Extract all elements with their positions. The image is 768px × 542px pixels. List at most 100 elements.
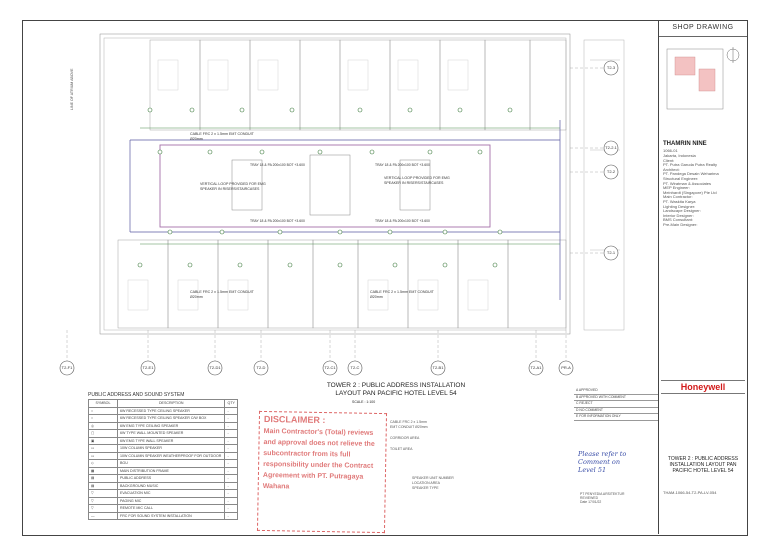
legend-qty: - xyxy=(224,406,238,415)
legend-row: ▤BACKGROUND MUSIC- xyxy=(88,481,238,490)
disclaimer-stamp: DISCLAIMER : Main Contractor's (Total) r… xyxy=(256,410,388,534)
legend-qty: - xyxy=(224,504,238,513)
legend-row: ▦MAIN DISTRIBUTION FRAME- xyxy=(88,466,238,475)
hand-line: Please refer to xyxy=(578,450,627,458)
title-line-2: LAYOUT PAN PACIFIC HOTEL LEVEL 54 xyxy=(335,390,457,397)
stamp-line: REVIEWED xyxy=(580,496,599,501)
legend-row: ▽REMOTE MIC CALL- xyxy=(88,504,238,513)
tb-line: MEP Engineer: xyxy=(663,186,690,191)
legend-desc: 6W EMG TYPE CEILING SPEAKER xyxy=(116,421,226,430)
legend-qty: - xyxy=(224,474,238,483)
vertical-loop-note: VERTICAL LOOP PROVIDED FOR EMG SPEAKER I… xyxy=(384,176,450,185)
drawing-title-tb: TOWER 2 : PUBLIC ADDRESS INSTALLATION LA… xyxy=(667,456,739,474)
legend-symbol: ▦ xyxy=(88,466,118,475)
legend-title: PUBLIC ADDRESS AND SOUND SYSTEM xyxy=(88,392,185,398)
project-location: Jakarta, Indonesia xyxy=(663,154,696,158)
vertical-loop-note: VERTICAL LOOP PROVIDED FOR EMG SPEAKER I… xyxy=(200,182,266,191)
tb-line: Structural Engineer: xyxy=(663,176,699,181)
legend-qty: - xyxy=(224,481,238,490)
note-line: CORRIDOR AREA xyxy=(390,436,420,440)
legend-symbol: ○ xyxy=(88,414,118,423)
grid-label: T2-E1 xyxy=(142,365,154,370)
title-line-1: TOWER 2 : PUBLIC ADDRESS INSTALLATION xyxy=(326,382,466,389)
legend-symbol: ▽ xyxy=(88,489,118,498)
note-line: LOCATION AREA xyxy=(412,481,440,485)
cable-note: CABLE FRC 2 x 1.5mm EMT CONDUIT Ø20mm xyxy=(190,290,254,299)
handwritten-comment: Please refer to Comment on Level 51 xyxy=(578,450,638,474)
disclaimer-body: Main Contractor's (Total) reviews and ap… xyxy=(262,427,375,491)
revision-row: C REJECT xyxy=(574,401,658,408)
cable-note: CABLE FRC 2 x 1.5mm EMT CONDUIT Ø20mm xyxy=(190,132,254,141)
hand-line: Comment on xyxy=(578,458,621,466)
lower-rooms xyxy=(117,239,567,329)
core-outline xyxy=(159,144,491,228)
legend-desc: 6W RECESSED TYPE CEILING SPEAKER xyxy=(116,406,226,415)
legend-symbol: ▣ xyxy=(88,436,118,445)
grid-label: T2-A1 xyxy=(530,365,542,370)
legend-symbol: ▤ xyxy=(88,474,118,483)
project-name: THAMRIN NINE xyxy=(663,141,707,147)
shop-drawing-header: SHOP DRAWING xyxy=(659,20,747,37)
legend-qty: - xyxy=(224,444,238,453)
tb-line: PT. Putra Garuda Putra Realty xyxy=(663,163,718,168)
legend-qty: - xyxy=(224,414,238,423)
legend-desc: EVACUATION MIC xyxy=(116,489,226,498)
legend-table: PUBLIC ADDRESS AND SOUND SYSTEM SYMBOL D… xyxy=(88,392,238,520)
legend-desc: PUBLIC ADDRESS xyxy=(116,474,226,483)
legend-header: SYMBOL xyxy=(88,399,118,408)
legend-symbol: — xyxy=(88,511,118,520)
stamp-line: PT PENYEDIA ARSITEKTUR xyxy=(580,492,625,496)
tb-line: Architect: xyxy=(663,167,680,172)
stamp-line: Date 17/01/22 xyxy=(580,500,602,505)
grid-label: T2-B1 xyxy=(432,365,444,370)
legend-row: ▽PAGING MIC- xyxy=(88,496,238,505)
tray-note: TRAY 18 & PA 200x100 BOT +3.600 xyxy=(250,163,305,167)
legend-symbol: ◇ xyxy=(88,459,118,468)
legend-symbol: ▽ xyxy=(88,504,118,513)
atrium-line-label: LINE OF ATRIUM ABOVE xyxy=(70,68,74,110)
legend-row: —FRC FOR SOUND SYSTEM INSTALLATION- xyxy=(88,511,238,520)
tb-line: Client: xyxy=(663,158,675,163)
cable-note: CABLE FRC 2 x 1.5mm EMT CONDUIT Ø20mm xyxy=(370,290,434,299)
legend-symbol: ▢ xyxy=(88,429,118,438)
grid-label: T2-C1 xyxy=(324,365,336,370)
revision-row: A APPROVED xyxy=(574,388,658,395)
legend-qty: - xyxy=(224,436,238,445)
scale-label: SCALE : 1:100 xyxy=(352,400,376,404)
note-line: TOILET AREA xyxy=(390,447,413,451)
legend-row: ▭10W COLUMN SPEAKER- xyxy=(88,444,238,453)
key-plan-icon xyxy=(666,47,740,110)
drawing-number: THAM-1066-54-T2-PA-LV-054 xyxy=(663,490,717,495)
tb-line: PT. Wiratman & Associates xyxy=(663,181,712,186)
legend-qty: - xyxy=(224,459,238,468)
legend-row: ▤PUBLIC ADDRESS- xyxy=(88,474,238,483)
tb-line: Interior Designer: xyxy=(663,213,694,218)
legend-symbol: ▤ xyxy=(88,481,118,490)
grid-label: T2-1 xyxy=(606,250,616,255)
legend-desc: 10W COLUMN SPEAKER xyxy=(116,444,226,453)
legend-desc: 10W COLUMN SPEAKER WEATHERPROOF FOR OUTD… xyxy=(116,451,226,460)
legend-symbol: ◎ xyxy=(88,421,118,430)
grid-label: T2-D1 xyxy=(209,365,221,370)
legend-qty: - xyxy=(224,496,238,505)
tb-line: Meinhardt (Singapore) Pte Ltd xyxy=(663,190,717,195)
tb-line: Lighting Designer: xyxy=(663,204,696,209)
tb-line: Pre-Main Designer: xyxy=(663,222,698,227)
grid-label: T2-2 xyxy=(606,169,616,174)
title-block: SHOP DRAWING THAMRIN NINE 1066-01 Jakart… xyxy=(658,20,747,534)
note-line: CABLE FRC 2 x 1.5mm xyxy=(390,420,427,424)
project-number: 1066-01 xyxy=(663,148,678,153)
tb-line: PT. Waskita Karya xyxy=(663,199,696,204)
legend-row: ▽EVACUATION MIC- xyxy=(88,489,238,498)
note-line: SPEAKER TYPE xyxy=(412,486,439,490)
tb-line: BMS Consultant: xyxy=(663,218,694,223)
legend-desc: FRC FOR SOUND SYSTEM INSTALLATION xyxy=(116,511,226,520)
grid-label: T2-C xyxy=(350,365,360,370)
detail-notes: CABLE FRC 2 x 1.5mm EMT CONDUIT Ø20mm CO… xyxy=(390,420,428,452)
legend-desc: 6W TYPE WALL MOUNTED SPEAKER xyxy=(116,429,226,438)
legend-header: DESCRIPTION xyxy=(116,399,226,408)
legend-desc: PAGING MIC xyxy=(116,496,226,505)
legend-row: ◎6W EMG TYPE CEILING SPEAKER- xyxy=(88,421,238,430)
legend-row: ◇BGU- xyxy=(88,459,238,468)
